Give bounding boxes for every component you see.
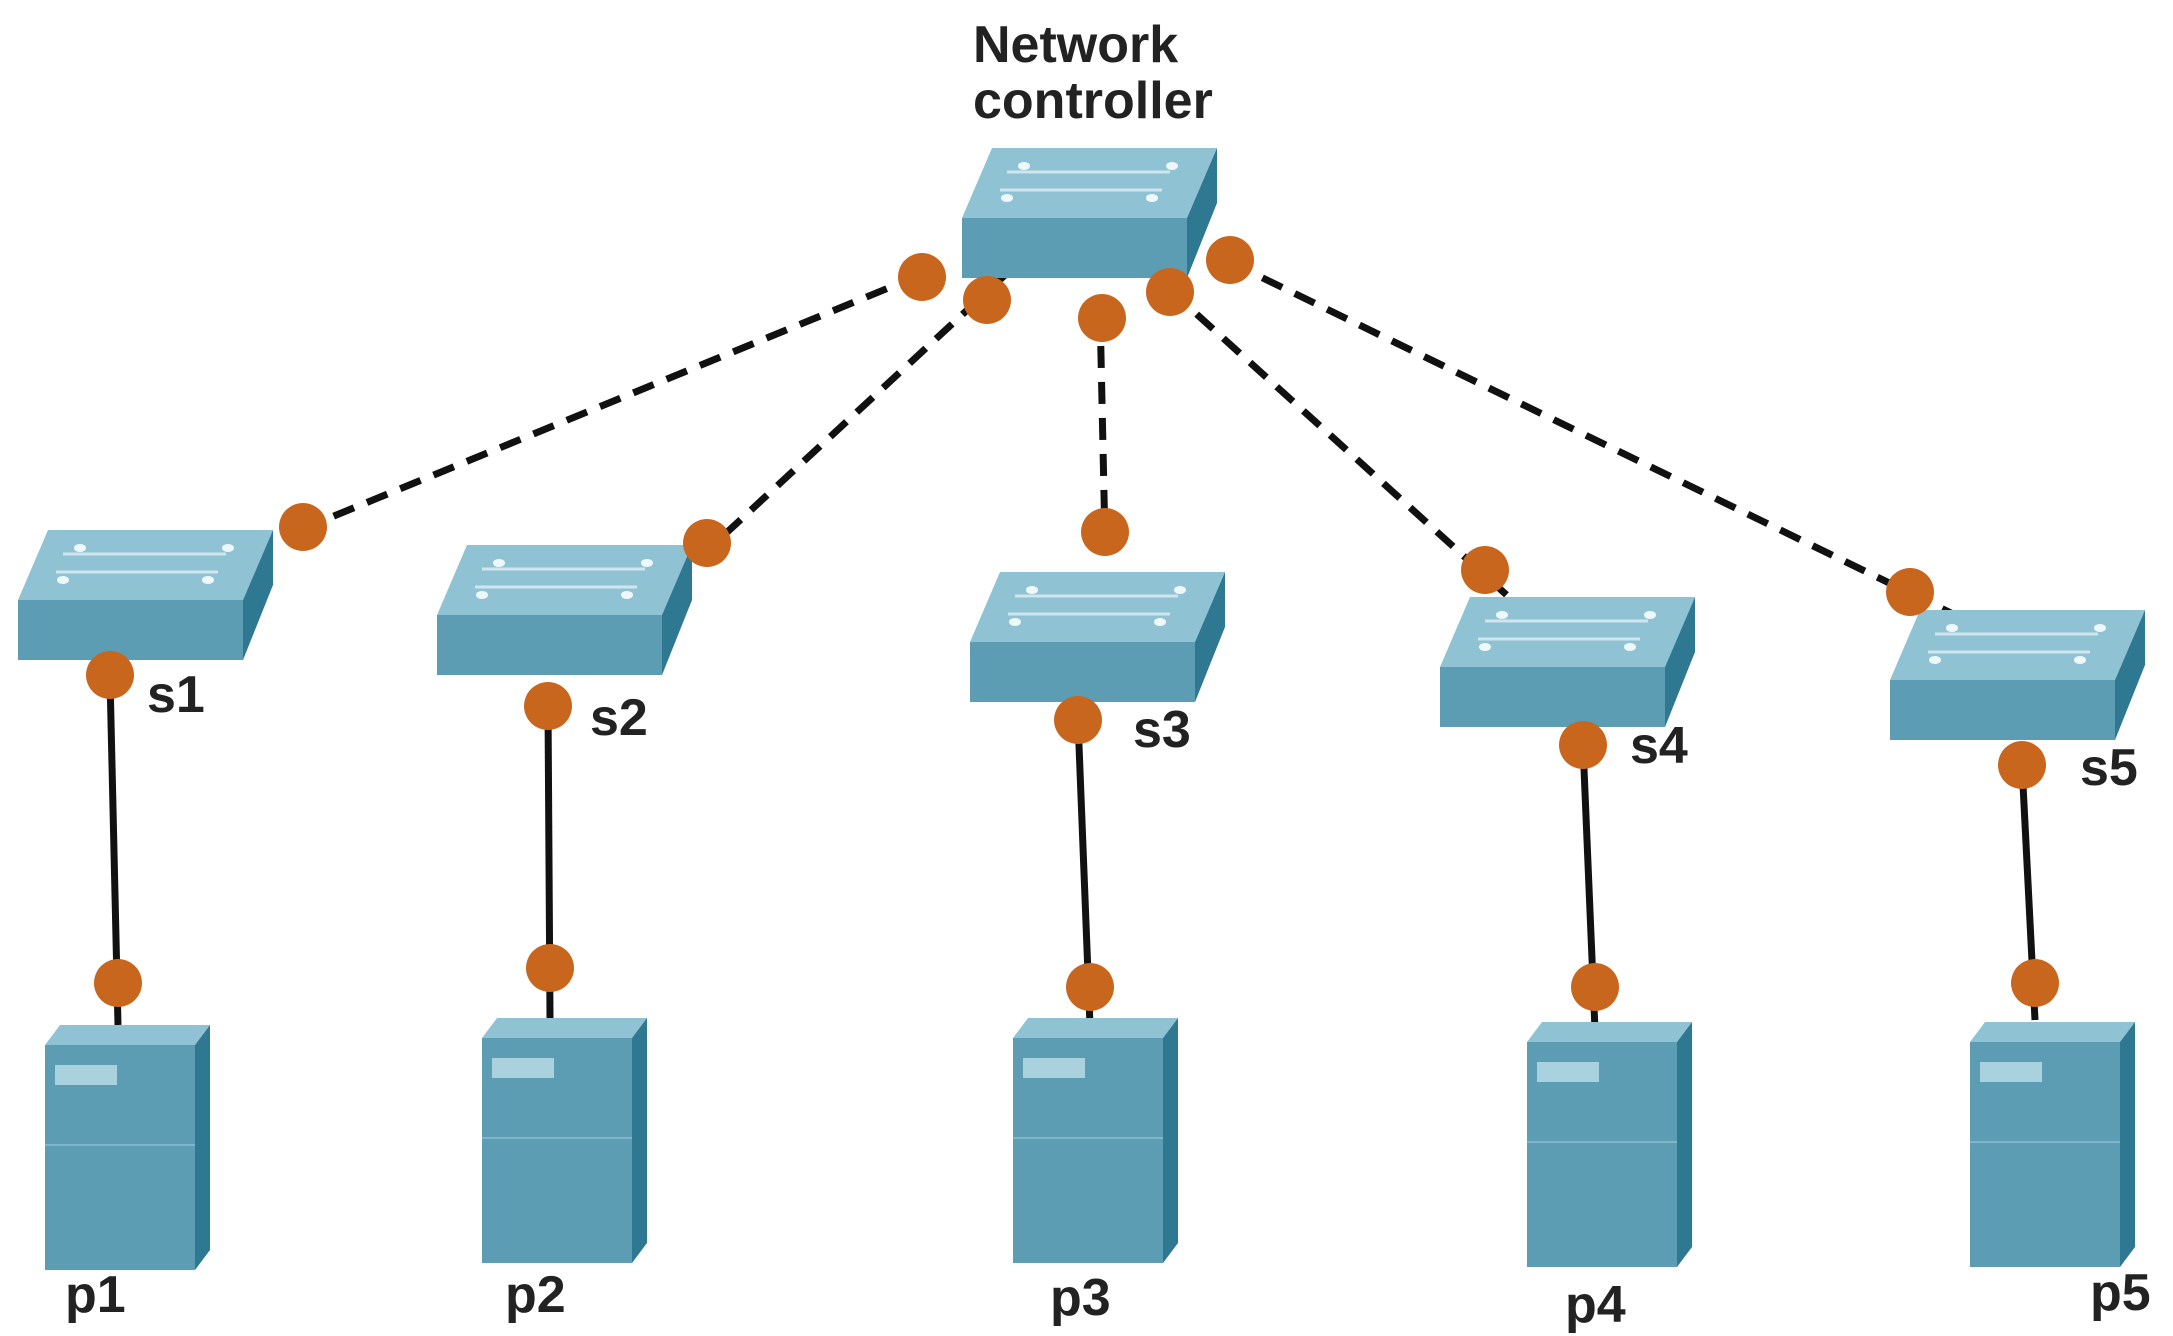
- controller-label-line2: controller: [973, 72, 1213, 130]
- control-link-s3: [1096, 309, 1109, 541]
- port-dot: [1146, 268, 1194, 316]
- control-link-s2: [707, 272, 1008, 551]
- host-label-p2: p2: [505, 1266, 566, 1324]
- port-dot: [1571, 963, 1619, 1011]
- server-p1-icon[interactable]: [44, 1024, 211, 1271]
- port-dot: [1054, 696, 1102, 744]
- switch-label-s3: s3: [1133, 701, 1191, 759]
- host-label-p3: p3: [1050, 1269, 1111, 1327]
- port-dot: [279, 503, 327, 551]
- port-dot: [86, 651, 134, 699]
- port-dot: [1461, 546, 1509, 594]
- server-p5-icon[interactable]: [1969, 1021, 2136, 1268]
- port-dot: [1998, 741, 2046, 789]
- switch-label-s1: s1: [147, 666, 205, 724]
- port-dot: [963, 276, 1011, 324]
- switch-s2-icon[interactable]: [435, 543, 694, 677]
- host-label-p4: p4: [1565, 1276, 1626, 1334]
- server-p4-icon[interactable]: [1526, 1021, 1693, 1268]
- switch-label-s2: s2: [590, 689, 648, 747]
- port-dot: [1206, 236, 1254, 284]
- host-label-p1: p1: [65, 1266, 126, 1324]
- port-dot: [683, 519, 731, 567]
- controller-switch-icon[interactable]: [960, 146, 1219, 280]
- port-dot: [524, 682, 572, 730]
- controller-label-line1: Network: [973, 16, 1178, 74]
- switch-label-s5: s5: [2080, 739, 2138, 797]
- port-dot: [526, 944, 574, 992]
- control-links: [298, 258, 1957, 619]
- port-dot: [1081, 508, 1129, 556]
- port-dot: [1559, 721, 1607, 769]
- control-link-s1: [298, 271, 922, 534]
- server-p3-icon[interactable]: [1012, 1017, 1179, 1264]
- port-dot: [94, 959, 142, 1007]
- control-link-s4: [1167, 287, 1513, 601]
- host-label-p5: p5: [2090, 1264, 2151, 1322]
- port-dot: [1886, 568, 1934, 616]
- port-dot: [2011, 959, 2059, 1007]
- port-dot: [1066, 963, 1114, 1011]
- port-dot: [898, 253, 946, 301]
- switch-label-s4: s4: [1630, 717, 1688, 775]
- switch-s4-icon[interactable]: [1438, 595, 1697, 729]
- switch-s3-icon[interactable]: [968, 570, 1227, 704]
- port-dot: [1078, 294, 1126, 342]
- switch-s1-icon[interactable]: [16, 528, 275, 662]
- control-link-s5: [1228, 258, 1957, 619]
- ports: [86, 236, 2059, 1011]
- server-p2-icon[interactable]: [481, 1017, 648, 1264]
- switch-s5-icon[interactable]: [1888, 608, 2147, 742]
